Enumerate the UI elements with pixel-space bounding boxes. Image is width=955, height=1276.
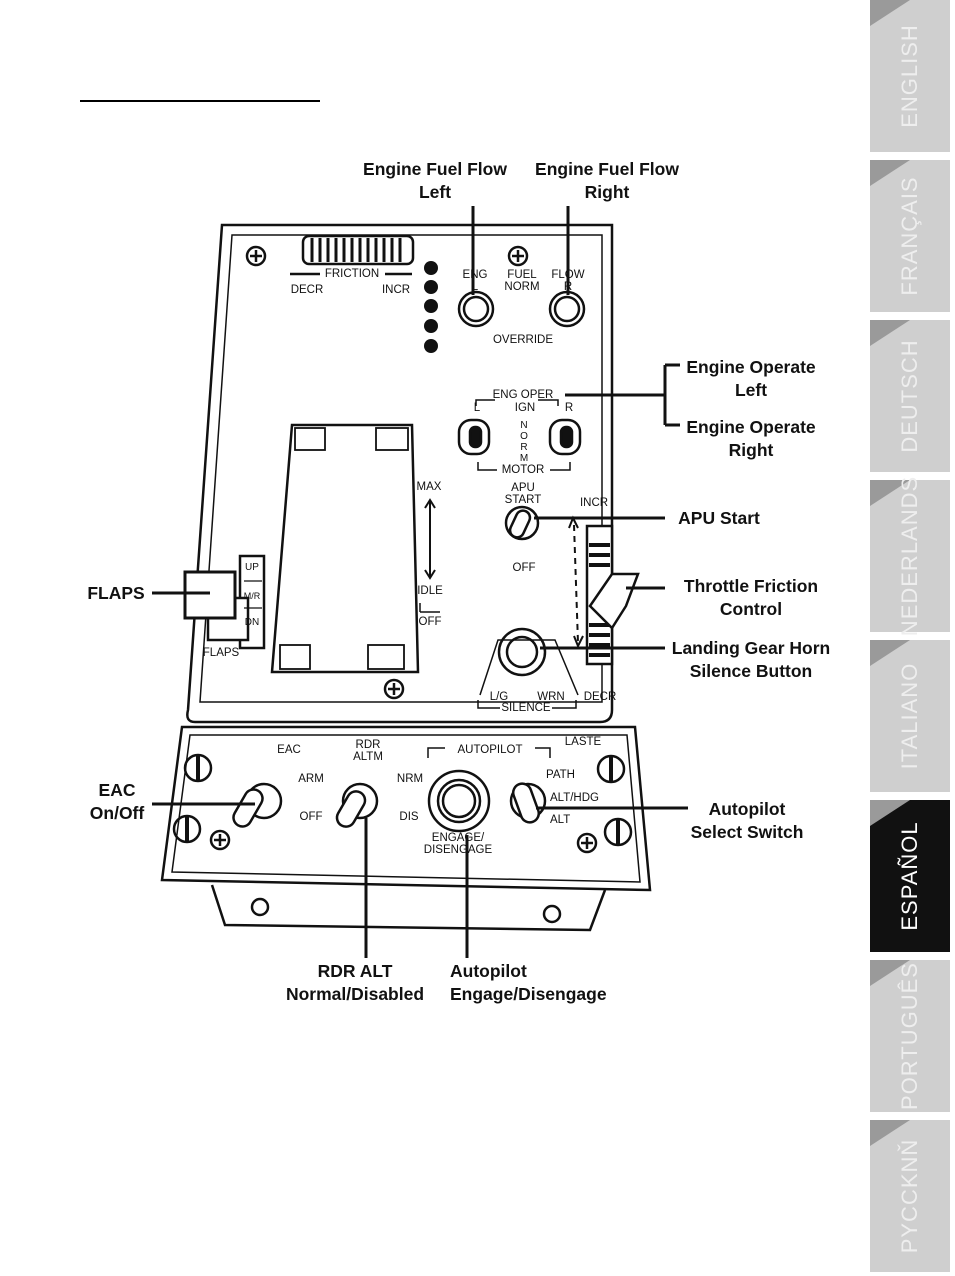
bracket-hole-right bbox=[542, 904, 562, 924]
tab-fold bbox=[870, 1120, 910, 1146]
eng-oper-left-toggle bbox=[457, 418, 491, 456]
panel-engage-disengage: ENGAGE/ DISENGAGE bbox=[423, 832, 493, 856]
callout-flaps: FLAPS bbox=[87, 583, 145, 603]
tab-fold bbox=[870, 320, 910, 346]
language-tab-strip: ENGLISH FRANÇAIS DEUTSCH NEDERLANDS ITAL… bbox=[870, 0, 955, 1276]
rdr-alt-toggle bbox=[341, 782, 379, 820]
panel-arm: ARM bbox=[298, 773, 324, 785]
tab-portugues[interactable]: PORTUGUÊS bbox=[870, 960, 950, 1116]
panel-throttle-incr: INCR bbox=[579, 497, 609, 509]
tab-nederlands[interactable]: NEDERLANDS bbox=[870, 476, 950, 636]
callout-engine-fuel-flow-right: Engine Fuel Flow Right bbox=[535, 159, 679, 202]
panel-fuel-norm: FUEL NORM bbox=[504, 269, 540, 293]
panel-ign-r: R bbox=[564, 402, 574, 414]
callout-throttle-friction: Throttle Friction Control bbox=[683, 576, 819, 619]
tab-espanol[interactable]: ESPAÑOL bbox=[870, 800, 950, 956]
tab-fold bbox=[870, 160, 910, 186]
panel-silence: SILENCE bbox=[501, 702, 551, 714]
tab-fold bbox=[870, 480, 910, 506]
callout-leaders bbox=[152, 206, 688, 958]
panel-dis: DIS bbox=[399, 811, 419, 823]
panel-rdr-altm: RDR ALTM bbox=[353, 739, 383, 763]
apu-start-toggle bbox=[504, 505, 540, 541]
mounting-bracket bbox=[210, 884, 607, 932]
panel-idle: IDLE bbox=[417, 585, 443, 597]
panel-max: MAX bbox=[416, 481, 442, 493]
eng-oper-right-toggle bbox=[548, 418, 582, 456]
tab-fold bbox=[870, 800, 910, 826]
panel-idle-off: OFF bbox=[418, 616, 442, 628]
friction-travel-arrow bbox=[573, 524, 579, 644]
panel-lg: L/G bbox=[489, 691, 509, 703]
screws bbox=[172, 245, 633, 854]
panel-path: PATH bbox=[546, 769, 575, 781]
panel-eac: EAC bbox=[277, 744, 301, 756]
panel-apu-start: APU START bbox=[504, 482, 542, 506]
tab-italiano[interactable]: ITALIANO bbox=[870, 640, 950, 796]
panel-ign: IGN bbox=[514, 402, 536, 414]
tab-fold bbox=[870, 0, 910, 26]
tab-russian[interactable]: PYCCKNŇ bbox=[870, 1120, 950, 1276]
friction-lever-ridges bbox=[589, 543, 610, 657]
header-rule bbox=[80, 100, 320, 102]
panel-ign-l: L bbox=[473, 402, 481, 414]
bracket-hole-left bbox=[250, 897, 270, 917]
panel-flaps-mr: M/R bbox=[243, 591, 261, 601]
panel-friction: FRICTION bbox=[324, 268, 380, 280]
callout-rdr-alt: RDR ALT Normal/Disabled bbox=[285, 961, 425, 1004]
tab-english[interactable]: ENGLISH bbox=[870, 0, 950, 156]
tab-deutsch[interactable]: DEUTSCH bbox=[870, 320, 950, 476]
panel-alt: ALT bbox=[550, 814, 571, 826]
panel-motor: MOTOR bbox=[501, 464, 545, 476]
lower-panel-outline bbox=[160, 725, 652, 892]
panel-eng-l: ENG L bbox=[462, 269, 488, 293]
callout-engine-fuel-flow-left: Engine Fuel Flow Left bbox=[363, 159, 507, 202]
panel-eac-off: OFF bbox=[299, 811, 323, 823]
indicator-lights bbox=[424, 261, 438, 353]
callout-autopilot-engage: Autopilot Engage/Disengage bbox=[450, 961, 607, 1004]
upper-panel-inner bbox=[199, 234, 603, 703]
panel-flaps-dn: DN bbox=[244, 617, 260, 628]
panel-alt-hdg: ALT/HDG bbox=[550, 792, 599, 804]
panel-eng-oper: ENG OPER bbox=[492, 389, 554, 401]
callout-apu-start: APU Start bbox=[678, 508, 760, 528]
panel-autopilot: AUTOPILOT bbox=[457, 744, 523, 756]
callout-eac: EAC On/Off bbox=[89, 780, 145, 823]
panel-norm: N O R M bbox=[519, 420, 529, 464]
callout-engine-operate-left: Engine Operate Left bbox=[686, 357, 816, 400]
callout-landing-gear-horn: Landing Gear Horn Silence Button bbox=[671, 638, 831, 681]
landing-gear-horn-button bbox=[497, 627, 547, 677]
panel-flow-r: FLOW R bbox=[551, 269, 585, 293]
fuel-flow-left-button bbox=[457, 290, 495, 328]
callout-engine-operate-right: Engine Operate Right bbox=[686, 417, 816, 460]
panel-override: OVERRIDE bbox=[492, 334, 554, 346]
autopilot-engage-button bbox=[427, 769, 491, 833]
callout-autopilot-select: Autopilot Select Switch bbox=[690, 799, 804, 842]
panel-flaps-up: UP bbox=[245, 562, 259, 573]
flaps-lever bbox=[183, 570, 237, 620]
panel-wrn: WRN bbox=[537, 691, 565, 703]
panel-flaps: FLAPS bbox=[202, 647, 240, 659]
lower-panel-inner bbox=[171, 734, 641, 883]
panel-apu-off: OFF bbox=[512, 562, 536, 574]
tab-fold bbox=[870, 960, 910, 986]
panel-nrm: NRM bbox=[396, 773, 424, 785]
panel-decr: DECR bbox=[290, 284, 324, 296]
panel-incr: INCR bbox=[381, 284, 411, 296]
tab-francais[interactable]: FRANÇAIS bbox=[870, 160, 950, 316]
panel-laste: LASTE bbox=[564, 736, 602, 748]
throttle-slot bbox=[270, 423, 420, 674]
panel-throttle-decr: DECR bbox=[583, 691, 617, 703]
friction-wheel-ridges bbox=[310, 238, 402, 262]
tab-fold bbox=[870, 640, 910, 666]
